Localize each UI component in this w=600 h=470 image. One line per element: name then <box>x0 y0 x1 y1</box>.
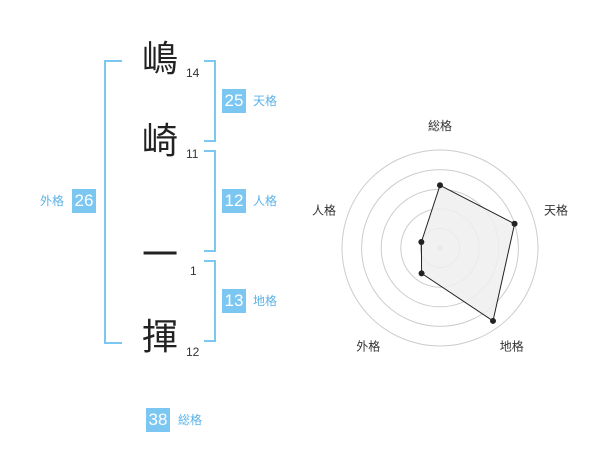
radar-area <box>420 184 516 322</box>
radar-axis-label-3: 地格 <box>500 339 524 354</box>
gaikaku-value: 26 <box>72 189 96 213</box>
soukaku-value: 38 <box>146 408 170 432</box>
soukaku-label: 総格 <box>178 413 203 427</box>
jinkaku-label: 人格 <box>253 194 278 208</box>
radar-point-5 <box>418 238 425 245</box>
stroke-count-2: 11 <box>186 147 199 161</box>
chikaku-label: 地格 <box>253 294 278 308</box>
gaikaku-label: 外格 <box>40 194 65 208</box>
name-char-3: 一 <box>142 235 179 276</box>
gaikaku-bracket <box>104 60 122 344</box>
jinkaku-bracket <box>204 150 216 252</box>
radar-point-3 <box>489 317 496 324</box>
name-char-2: 崎 <box>142 121 179 162</box>
stroke-count-4: 12 <box>186 345 200 359</box>
radar-axis-label-2: 天格 <box>544 202 568 217</box>
radar-point-4 <box>418 270 425 277</box>
radar-axis-label-4: 外格 <box>356 339 380 354</box>
tenkaku-label: 天格 <box>253 94 278 108</box>
stroke-count-3: 1 <box>190 264 197 278</box>
tenkaku-value: 25 <box>222 89 246 113</box>
chikaku-bracket <box>204 260 216 342</box>
name-char-1: 嶋 <box>142 39 179 80</box>
radar-point-2 <box>511 220 518 227</box>
radar-point-1 <box>437 182 443 189</box>
radar-ring <box>341 149 539 347</box>
stroke-count-1: 14 <box>186 66 200 80</box>
tenkaku-bracket <box>204 60 216 142</box>
jinkaku-value: 12 <box>222 189 246 213</box>
radar-ring <box>361 169 519 327</box>
chikaku-value: 13 <box>222 289 246 313</box>
radar-axis-label-1: 総格 <box>428 118 452 133</box>
name-char-4: 揮 <box>142 317 179 358</box>
radar-axis-label-5: 人格 <box>312 202 336 217</box>
radar-points <box>418 182 518 324</box>
